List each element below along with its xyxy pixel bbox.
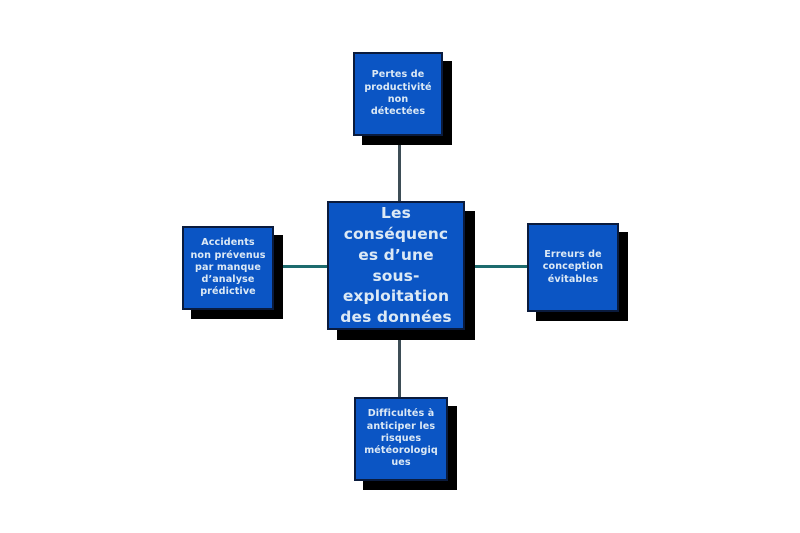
- connector-central-to-right: [464, 265, 528, 268]
- branch-node-top-label: Pertes de productivité non détectées: [364, 69, 432, 118]
- connector-central-to-left: [274, 265, 328, 268]
- branch-node-bottom-label: Difficultés à anticiper les risques mété…: [364, 408, 438, 469]
- branch-node-right[interactable]: Erreurs de conception évitables: [527, 223, 619, 312]
- branch-node-left[interactable]: Accidents non prévenus par manque d’anal…: [182, 226, 274, 310]
- central-node-label: Les conséquences d’une sous-exploitation…: [340, 204, 452, 327]
- branch-node-right-label: Erreurs de conception évitables: [542, 249, 604, 285]
- connector-central-to-bottom: [398, 330, 401, 398]
- connector-central-to-top: [398, 136, 401, 202]
- branch-node-top[interactable]: Pertes de productivité non détectées: [353, 52, 443, 136]
- central-node[interactable]: Les conséquences d’une sous-exploitation…: [327, 201, 465, 330]
- branch-node-left-label: Accidents non prévenus par manque d’anal…: [190, 237, 266, 298]
- branch-node-bottom[interactable]: Difficultés à anticiper les risques mété…: [354, 397, 448, 481]
